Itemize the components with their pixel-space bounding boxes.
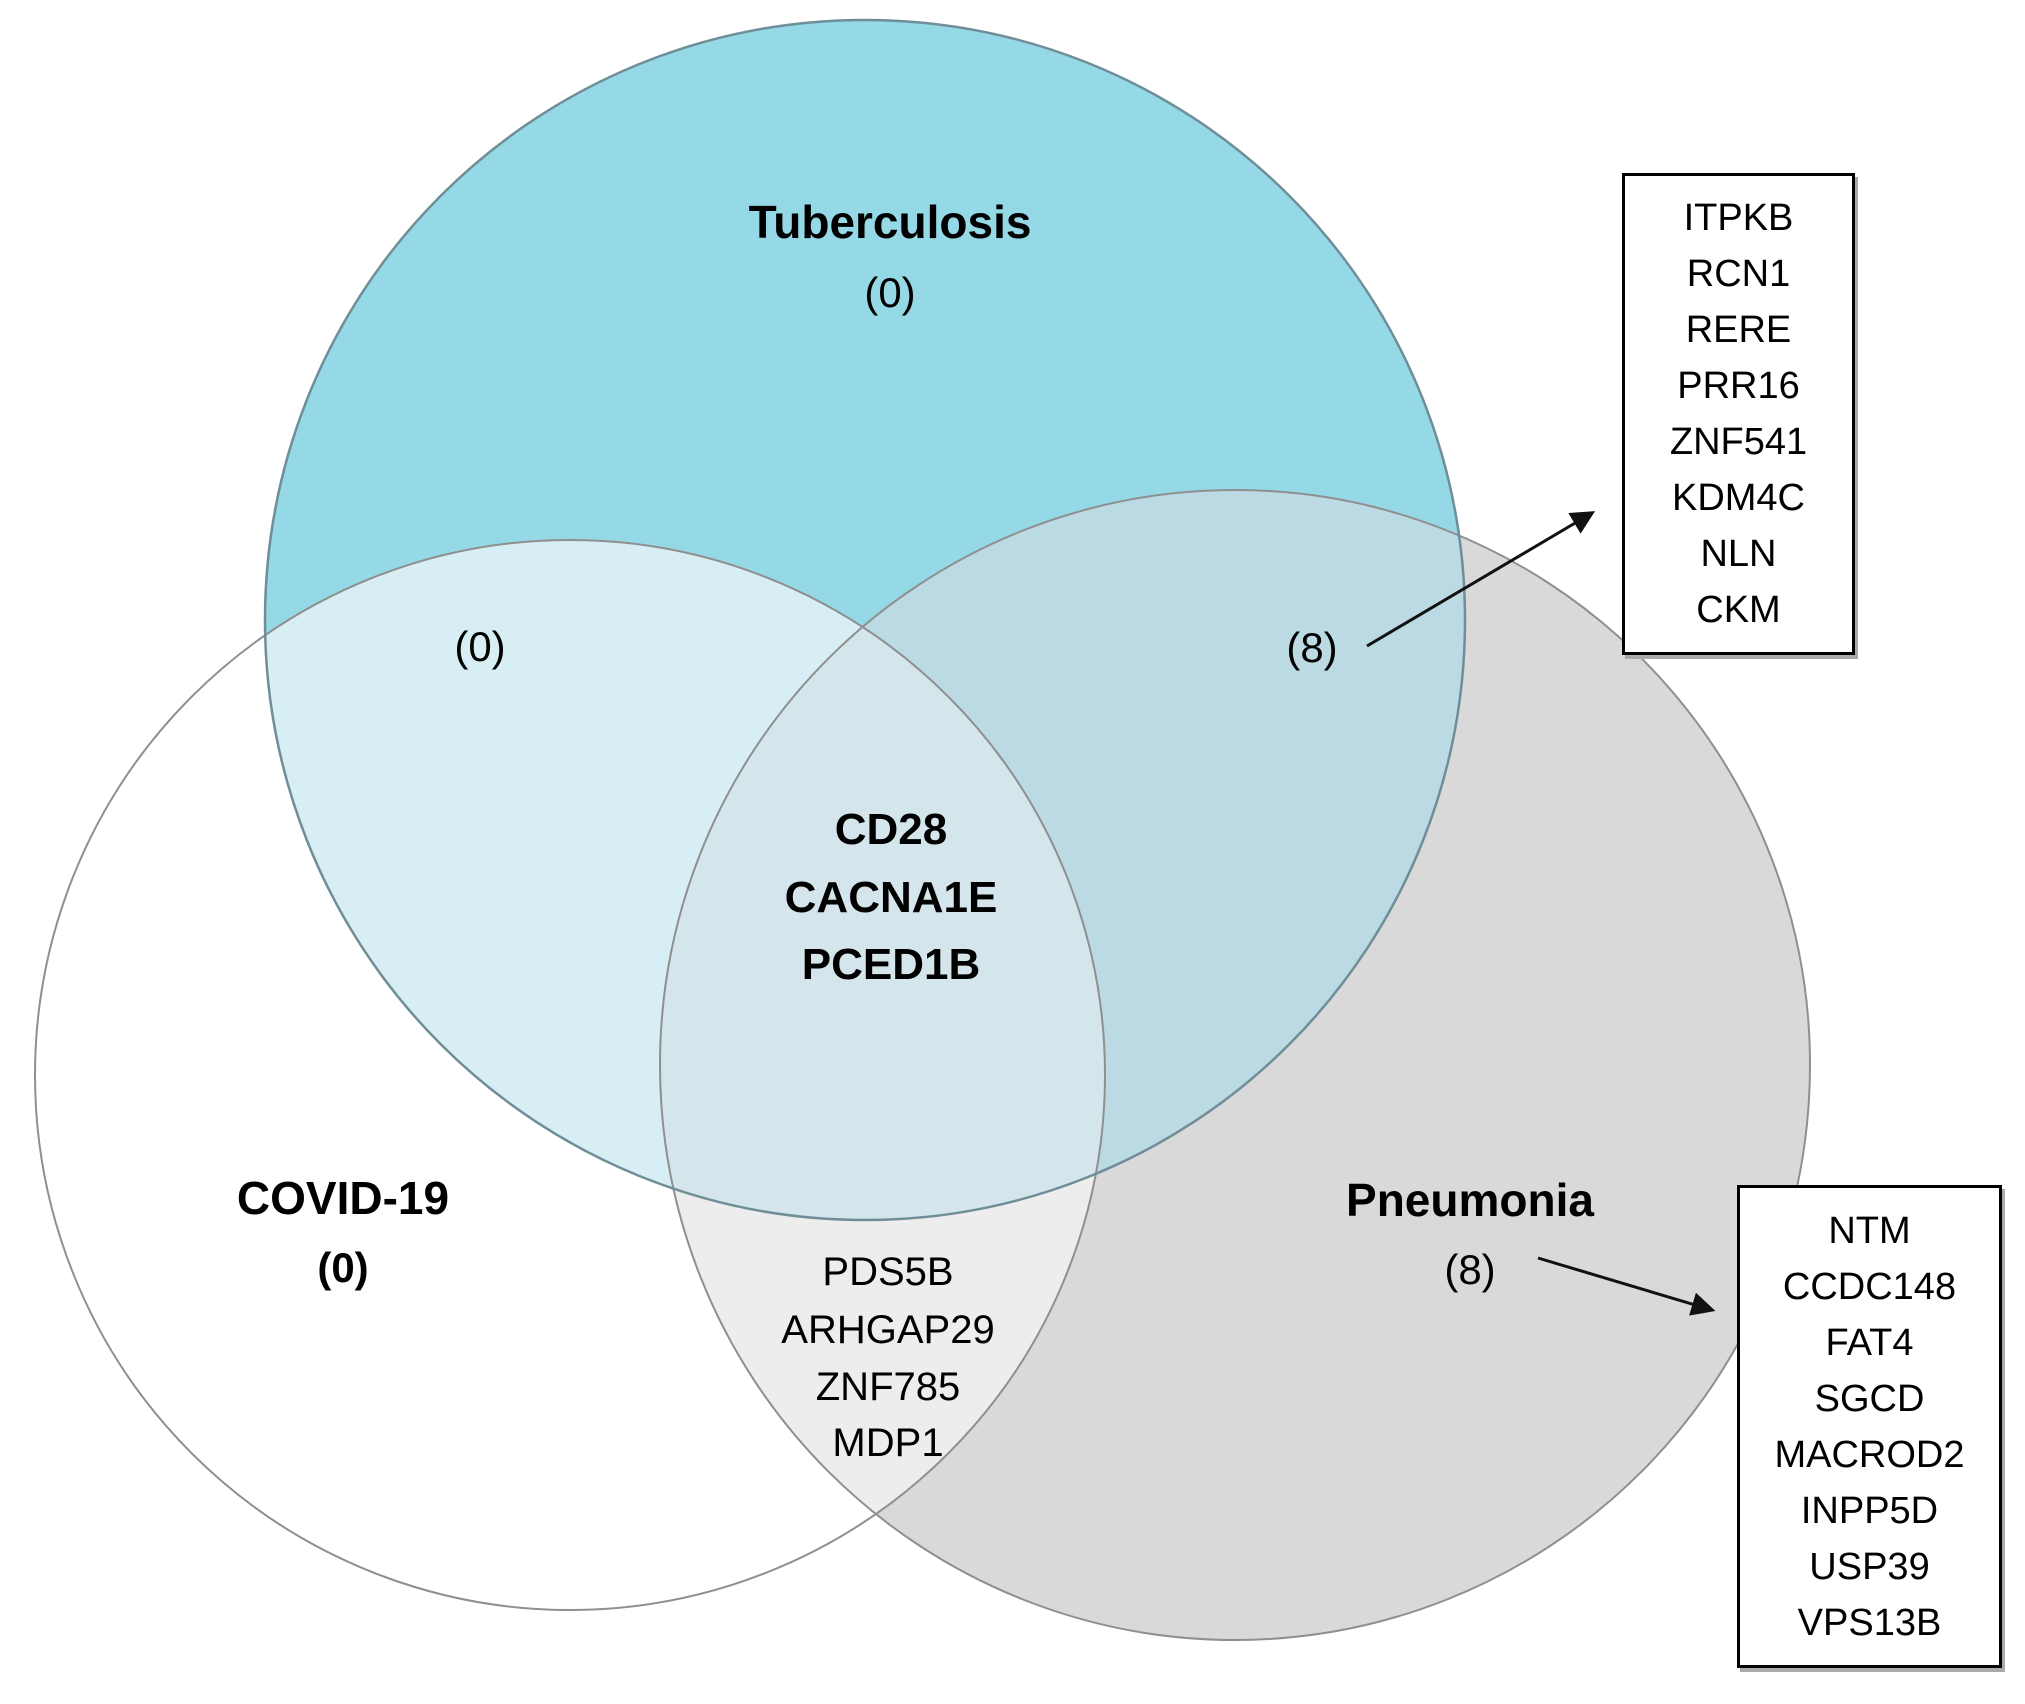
- pneumonia-count: (8): [1444, 1246, 1496, 1293]
- gene-list-item: VPS13B: [1797, 1601, 1942, 1644]
- gene-list-item: CKM: [1696, 589, 1781, 631]
- gene-list-item: MACROD2: [1774, 1433, 1965, 1476]
- covid19-label: COVID-19: [236, 1172, 450, 1224]
- tb-pneumonia-gene-box: ITPKB RCN1 RERE PRR16 ZNF541 KDM4C NLN C…: [1622, 173, 1855, 655]
- all-three-overlap: [660, 540, 1105, 1220]
- gene-list-item: SGCD: [1814, 1377, 1925, 1420]
- gene-list-item: PRR16: [1677, 365, 1800, 407]
- all-three-gene: CACNA1E: [784, 873, 998, 922]
- tuberculosis-label: Tuberculosis: [748, 196, 1032, 248]
- tuberculosis-count: (0): [864, 269, 916, 316]
- covid-pneumonia-gene: PDS5B: [822, 1250, 954, 1294]
- pneumonia-callout-arrow: [1537, 1256, 1716, 1316]
- gene-list-item: NTM: [1828, 1209, 1911, 1252]
- gene-list-item: ZNF541: [1669, 421, 1808, 463]
- tb-pneumonia-callout-arrow: [1366, 511, 1596, 648]
- gene-list-item: FAT4: [1825, 1321, 1914, 1364]
- covid-pneumonia-gene: ZNF785: [815, 1365, 961, 1409]
- gene-list-item: NLN: [1700, 533, 1777, 575]
- covid-pneumonia-gene: ARHGAP29: [781, 1308, 995, 1352]
- pneumonia-label: Pneumonia: [1346, 1174, 1594, 1226]
- pneumonia-circle-outline: [659, 489, 1811, 1641]
- gene-list-item: INPP5D: [1800, 1489, 1939, 1532]
- gene-list-item: ITPKB: [1683, 197, 1794, 239]
- gene-list-item: RERE: [1685, 309, 1792, 351]
- gene-list-item: RCN1: [1686, 253, 1791, 295]
- tuberculosis-circle-outline: [263, 18, 1467, 1222]
- covid-pneumonia-gene: MDP1: [832, 1421, 944, 1465]
- all-three-gene: CD28: [834, 805, 948, 854]
- covid-circle-outline: [34, 539, 1106, 1611]
- gene-list-item: USP39: [1809, 1545, 1930, 1588]
- gene-list-item: KDM4C: [1671, 477, 1806, 519]
- covid19-count: (0): [317, 1244, 369, 1291]
- tb-covid-count: (0): [454, 623, 506, 670]
- tb-pneumonia-count: (8): [1286, 624, 1338, 671]
- all-three-gene: PCED1B: [801, 940, 981, 989]
- gene-list-item: CCDC148: [1782, 1265, 1957, 1308]
